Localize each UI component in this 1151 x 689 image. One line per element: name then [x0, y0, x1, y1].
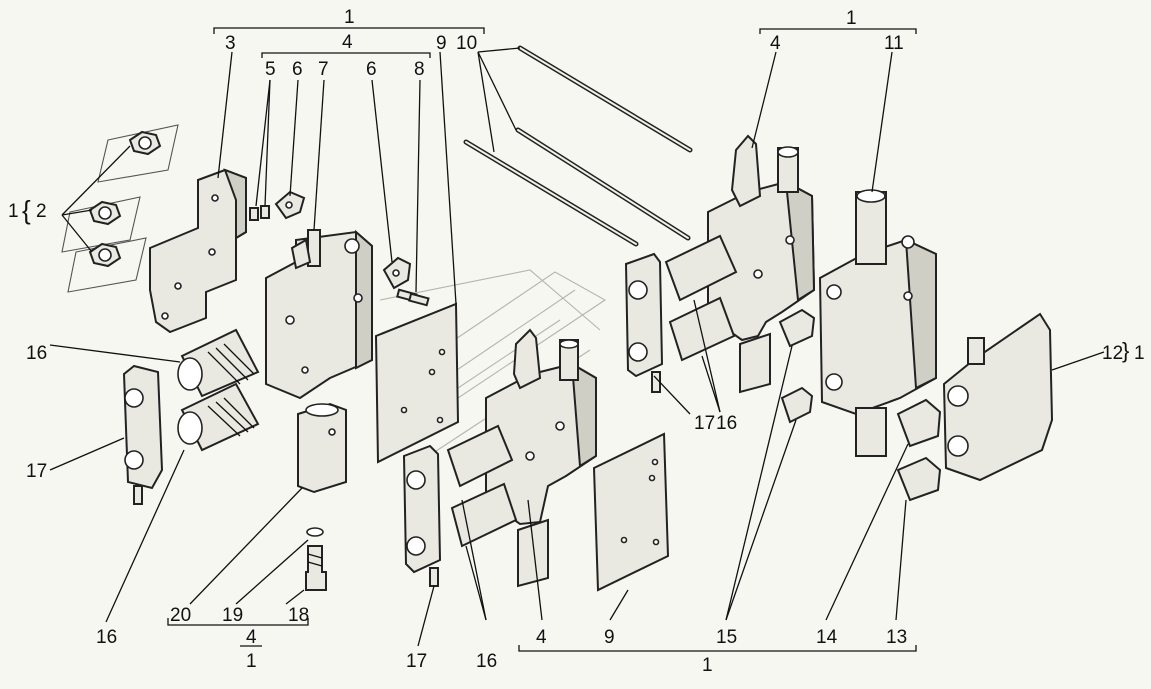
label-20: 20	[170, 605, 192, 626]
label-1-right: 1	[1134, 343, 1145, 364]
brace-icon: {	[22, 195, 31, 225]
label-14: 14	[816, 627, 838, 648]
label-1-top-right: 1	[846, 8, 857, 29]
label-2: 2	[36, 201, 47, 222]
leader-lines	[49, 47, 1105, 647]
label-1-bottom: 1	[702, 655, 713, 676]
label-6a: 6	[292, 59, 303, 80]
label-19: 19	[222, 605, 244, 626]
inlet-section-part-11	[818, 189, 937, 457]
end-cover-part-12	[942, 312, 1054, 482]
bottom-brackets	[167, 618, 917, 652]
label-1-fraction-denominator: 1	[246, 651, 257, 672]
label-8: 8	[414, 59, 425, 80]
brace-right-icon: }	[1122, 338, 1130, 363]
label-4-fraction-numerator: 4	[246, 627, 257, 648]
nuts-part-2	[61, 124, 179, 293]
gasket-top	[374, 302, 460, 464]
spools-left	[177, 328, 260, 452]
label-4-top-left: 4	[342, 32, 353, 53]
label-17-right: 17	[694, 413, 716, 434]
label-6b: 6	[366, 59, 377, 80]
label-16-left-bottom: 16	[96, 627, 118, 648]
label-16-center: 16	[476, 651, 498, 672]
label-9-bottom: 9	[604, 627, 615, 648]
left-section-body	[265, 229, 373, 400]
fittings-parts-13-14-15	[778, 308, 942, 502]
label-16-left-top: 16	[26, 343, 48, 364]
rods-part-10	[463, 45, 693, 247]
label-4-top-right: 4	[770, 33, 781, 54]
small-parts-5-6-7-8	[249, 190, 430, 307]
label-4-center: 4	[536, 627, 547, 648]
label-5: 5	[265, 59, 276, 80]
sleeve-part-20	[297, 402, 347, 494]
bolt-and-washer-parts-18-19	[305, 527, 327, 591]
label-17-center: 17	[406, 651, 428, 672]
gasket-bottom	[592, 432, 670, 592]
end-plate-part-3	[149, 168, 247, 334]
label-11: 11	[884, 33, 904, 54]
label-1-top-left: 1	[344, 7, 355, 28]
label-17-left: 17	[26, 461, 48, 482]
label-12: 12	[1102, 343, 1124, 364]
handle-housing-left	[122, 364, 164, 505]
label-10: 10	[456, 33, 478, 54]
label-1-bracket: 1	[8, 201, 19, 222]
label-9-top: 9	[436, 33, 447, 54]
label-3: 3	[225, 33, 236, 54]
label-18: 18	[288, 605, 310, 626]
center-section-body	[402, 328, 597, 588]
label-7: 7	[318, 59, 329, 80]
label-13: 13	[886, 627, 908, 648]
right-section-body	[624, 134, 816, 394]
label-15: 15	[716, 627, 738, 648]
label-16-right: 16	[716, 413, 738, 434]
top-brackets	[213, 27, 917, 58]
